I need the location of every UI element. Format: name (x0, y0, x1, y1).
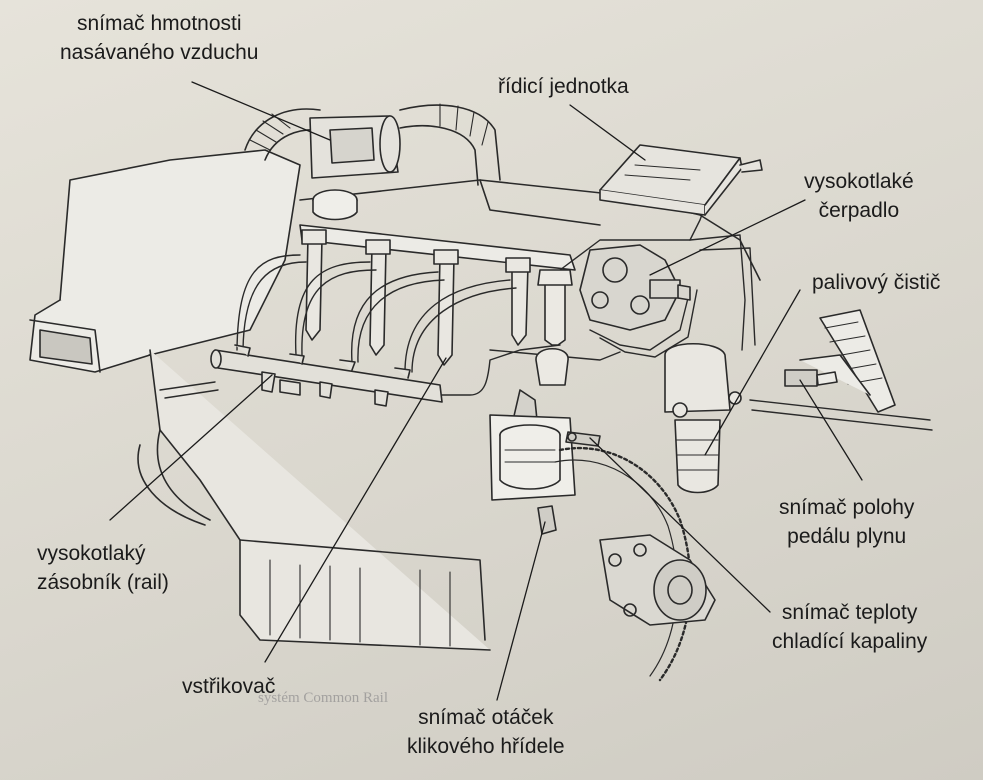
injectors-drawing (301, 229, 531, 366)
leader-crank (496, 521, 546, 701)
label-hp-pump: vysokotlaké čerpadlo (804, 167, 914, 225)
label-pedal-line2: pedálu plynu (787, 525, 907, 548)
label-coolant-line2: chladící kapaliny (772, 630, 928, 653)
label-fuel-filter-text: palivový čistič (812, 271, 941, 294)
label-injector-text: vstřikovač (182, 675, 276, 698)
label-hp-pump-line1: vysokotlaké (804, 170, 914, 193)
leader-rail (109, 374, 273, 521)
label-rail-line1: vysokotlaký (37, 542, 146, 565)
label-rail: vysokotlaký zásobník (rail) (37, 539, 169, 597)
leader-injector (264, 357, 447, 663)
intake-hose-drawing (244, 103, 501, 186)
label-injector: vstřikovač (182, 672, 275, 701)
cylinder-drawing (489, 414, 576, 501)
flywheel-drawing (554, 446, 716, 682)
leader-hp-pump (649, 199, 806, 276)
oil-cap-drawing (312, 189, 358, 221)
label-crank-line2: klikového hřídele (407, 735, 565, 758)
injector-lines-drawing (236, 254, 517, 373)
label-coolant-line1: snímač teploty (781, 601, 918, 624)
label-maf-sensor: snímač hmotnosti nasávaného vzduchu (60, 9, 259, 67)
label-rail-line2: zásobník (rail) (37, 571, 169, 594)
label-crank-sensor: snímač otáček klikového hřídele (407, 703, 565, 761)
label-ecu-text: řídicí jednotka (498, 75, 629, 98)
label-hp-pump-line2: čerpadlo (818, 199, 900, 222)
label-pedal-line1: snímač polohy (779, 496, 915, 519)
air-box-drawing (29, 149, 301, 373)
leader-pedal (799, 379, 863, 481)
leader-coolant (589, 437, 771, 613)
fuel-filter-drawing (664, 342, 742, 494)
pedal-drawing (784, 309, 896, 413)
label-coolant-sensor: snímač teploty chladící kapaliny (772, 598, 927, 656)
label-maf-line1: snímač hmotnosti (76, 12, 242, 35)
hp-pump-drawing (579, 244, 691, 331)
leader-lines (109, 81, 863, 701)
leader-maf (191, 81, 331, 141)
maf-sensor-drawing (309, 115, 401, 179)
label-fuel-filter: palivový čistič (812, 268, 940, 297)
ecu-drawing (599, 144, 763, 216)
leader-ecu (569, 104, 646, 161)
label-ecu: řídicí jednotka (498, 72, 629, 101)
leader-fuel-filter (704, 289, 801, 456)
rail-drawing (210, 344, 443, 407)
label-crank-line1: snímač otáček (418, 706, 554, 729)
engine-block-drawing (137, 179, 761, 651)
caption-bleed: systém Common Rail (258, 690, 389, 706)
label-maf-line2: nasávaného vzduchu (60, 41, 259, 64)
fuel-lines-drawing (159, 164, 933, 431)
label-pedal-sensor: snímač polohy pedálu plynu (779, 493, 914, 551)
